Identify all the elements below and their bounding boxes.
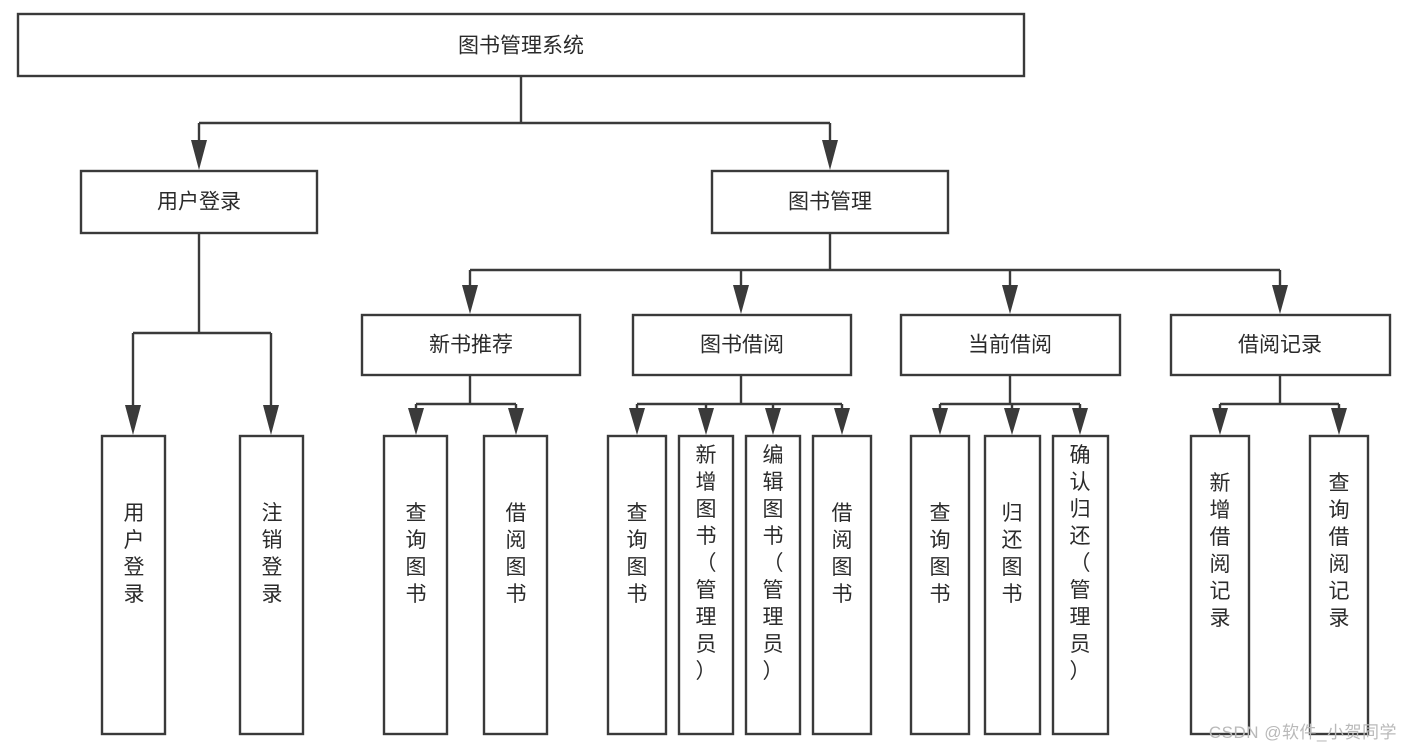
node-leaf-borrow-book-1[interactable]: 借阅图书 [482, 434, 549, 736]
node-new-book-recommend[interactable]: 新书推荐 [360, 313, 582, 377]
node-root-box[interactable] [16, 12, 1026, 78]
arrow-head-leaf-return-book [1004, 408, 1020, 435]
arrow-head-leaf-query-book-3 [932, 408, 948, 435]
node-leaf-query-book-2-label: 查询图书 [627, 502, 648, 606]
node-leaf-add-book[interactable]: 新增图书（管理员） [677, 434, 735, 736]
node-current-borrow[interactable]: 当前借阅 [899, 313, 1122, 377]
node-new-book-recommend-label: 新书推荐 [429, 334, 513, 357]
node-book-borrow-box[interactable] [631, 313, 853, 377]
arrow-head-borrow-record [1272, 285, 1288, 314]
node-leaf-user-login-box[interactable] [100, 434, 167, 736]
node-leaf-query-record-label: 查询借阅记录 [1329, 472, 1350, 630]
node-leaf-user-login[interactable]: 用户登录 [100, 434, 167, 736]
node-leaf-confirm-return[interactable]: 确认归还（管理员） [1051, 434, 1110, 736]
node-leaf-query-book-1[interactable]: 查询图书 [382, 434, 449, 736]
node-leaf-edit-book[interactable]: 编辑图书（管理员） [744, 434, 802, 736]
node-leaf-add-record-box[interactable] [1189, 434, 1251, 736]
node-leaf-query-record-box[interactable] [1308, 434, 1370, 736]
node-leaf-query-book-2-box[interactable] [606, 434, 668, 736]
node-leaf-return-book-label: 归还图书 [1002, 502, 1023, 606]
node-user-login-label: 用户登录 [157, 191, 241, 214]
node-leaf-logout-label: 注销登录 [262, 502, 283, 606]
node-leaf-borrow-book-2-label: 借阅图书 [832, 502, 853, 606]
arrow-head-user-login [191, 140, 207, 170]
node-book-borrow[interactable]: 图书借阅 [631, 313, 853, 377]
node-leaf-return-book[interactable]: 归还图书 [983, 434, 1042, 736]
node-leaf-borrow-book-2-box[interactable] [811, 434, 873, 736]
node-leaf-add-book-label: 新增图书（管理员） [696, 444, 717, 683]
node-user-login-box[interactable] [79, 169, 319, 235]
node-book-manage[interactable]: 图书管理 [710, 169, 950, 235]
node-current-borrow-box[interactable] [899, 313, 1122, 377]
node-book-manage-box[interactable] [710, 169, 950, 235]
node-leaf-query-book-3-box[interactable] [909, 434, 971, 736]
arrow-head-leaf-query-record [1331, 408, 1347, 435]
node-leaf-borrow-book-1-box[interactable] [482, 434, 549, 736]
arrow-head-leaf-user-login [125, 405, 141, 435]
connector-layer [125, 76, 1347, 435]
node-leaf-borrow-book-1-label: 借阅图书 [506, 502, 527, 606]
arrow-head-leaf-borrow-book-1 [508, 408, 524, 435]
node-leaf-query-book-1-box[interactable] [382, 434, 449, 736]
node-borrow-record[interactable]: 借阅记录 [1169, 313, 1392, 377]
node-leaf-query-book-2[interactable]: 查询图书 [606, 434, 668, 736]
node-leaf-return-book-box[interactable] [983, 434, 1042, 736]
node-borrow-record-box[interactable] [1169, 313, 1392, 377]
arrow-head-current-borrow [1002, 285, 1018, 314]
node-leaf-user-login-label: 用户登录 [124, 502, 145, 606]
node-leaf-query-book-1-label: 查询图书 [406, 502, 427, 606]
arrow-head-leaf-edit-book [765, 408, 781, 435]
node-book-borrow-label: 图书借阅 [700, 334, 784, 357]
node-new-book-recommend-box[interactable] [360, 313, 582, 377]
arrow-head-leaf-add-record [1212, 408, 1228, 435]
node-leaf-logout[interactable]: 注销登录 [238, 434, 305, 736]
node-leaf-query-record[interactable]: 查询借阅记录 [1308, 434, 1370, 736]
arrow-head-leaf-query-book-1 [408, 408, 424, 435]
node-leaf-add-book-box[interactable] [677, 434, 735, 736]
node-leaf-confirm-return-label: 确认归还（管理员） [1070, 444, 1091, 683]
node-book-manage-label: 图书管理 [788, 191, 872, 214]
arrow-head-leaf-confirm-return [1072, 408, 1088, 435]
node-leaf-borrow-book-2[interactable]: 借阅图书 [811, 434, 873, 736]
arrow-head-leaf-add-book [698, 408, 714, 435]
node-leaf-edit-book-label: 编辑图书（管理员） [763, 444, 784, 683]
arrow-head-new-book-recommend [462, 285, 478, 314]
arrow-head-book-borrow [733, 285, 749, 314]
node-leaf-query-book-3-label: 查询图书 [930, 502, 951, 606]
arrow-head-book-manage [822, 140, 838, 170]
node-user-login[interactable]: 用户登录 [79, 169, 319, 235]
node-leaf-query-book-3[interactable]: 查询图书 [909, 434, 971, 736]
node-borrow-record-label: 借阅记录 [1238, 334, 1322, 357]
node-leaf-logout-box[interactable] [238, 434, 305, 736]
arrow-head-leaf-logout [263, 405, 279, 435]
node-leaf-add-record[interactable]: 新增借阅记录 [1189, 434, 1251, 736]
node-leaf-add-record-label: 新增借阅记录 [1210, 472, 1231, 630]
node-leaf-edit-book-box[interactable] [744, 434, 802, 736]
node-leaf-confirm-return-box[interactable] [1051, 434, 1110, 736]
node-root[interactable]: 图书管理系统 [16, 12, 1026, 78]
arrow-head-leaf-query-book-2 [629, 408, 645, 435]
node-current-borrow-label: 当前借阅 [968, 334, 1052, 357]
node-root-label: 图书管理系统 [458, 35, 584, 58]
arrow-head-leaf-borrow-book-2 [834, 408, 850, 435]
